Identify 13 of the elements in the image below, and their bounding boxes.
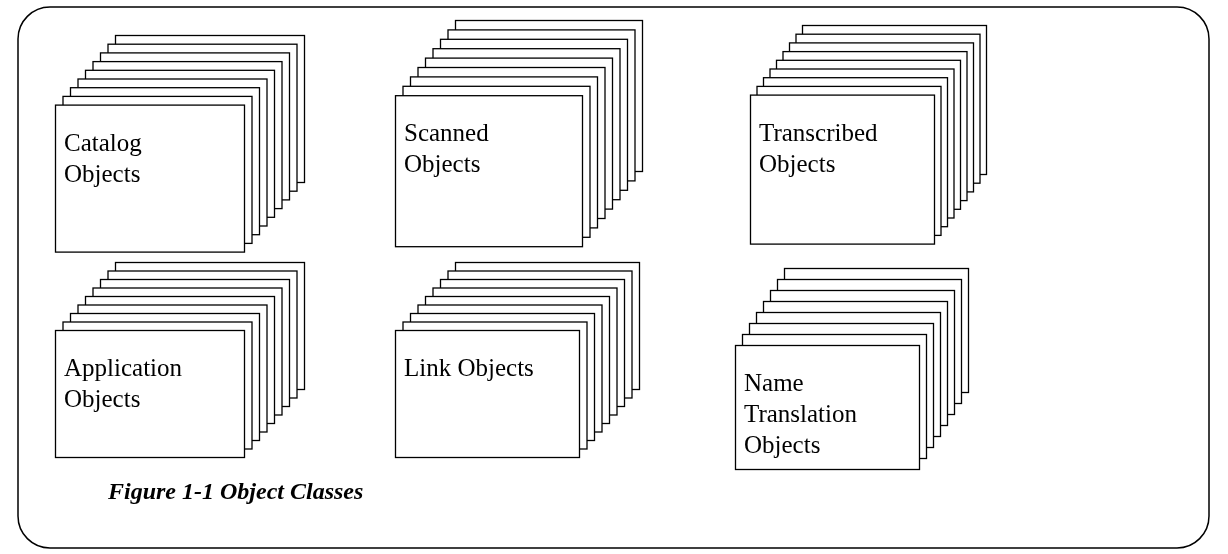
card-stack: [55, 262, 305, 458]
stack-label: Catalog Objects: [64, 128, 143, 189]
card-stack: [750, 25, 987, 245]
stack-label: Application Objects: [64, 353, 184, 414]
figure-caption: Figure 1-1 Object Classes: [108, 478, 364, 505]
card-stack: [55, 35, 305, 253]
stack-label: Scanned Objects: [404, 118, 490, 179]
card-stack: [395, 19, 643, 247]
card-stack: [735, 268, 969, 470]
stack-label: Transcribed Objects: [759, 118, 879, 179]
card-stack: [395, 262, 640, 458]
stack-label: Link Objects: [404, 353, 535, 383]
stack-label: Name Translation Objects: [744, 368, 858, 460]
